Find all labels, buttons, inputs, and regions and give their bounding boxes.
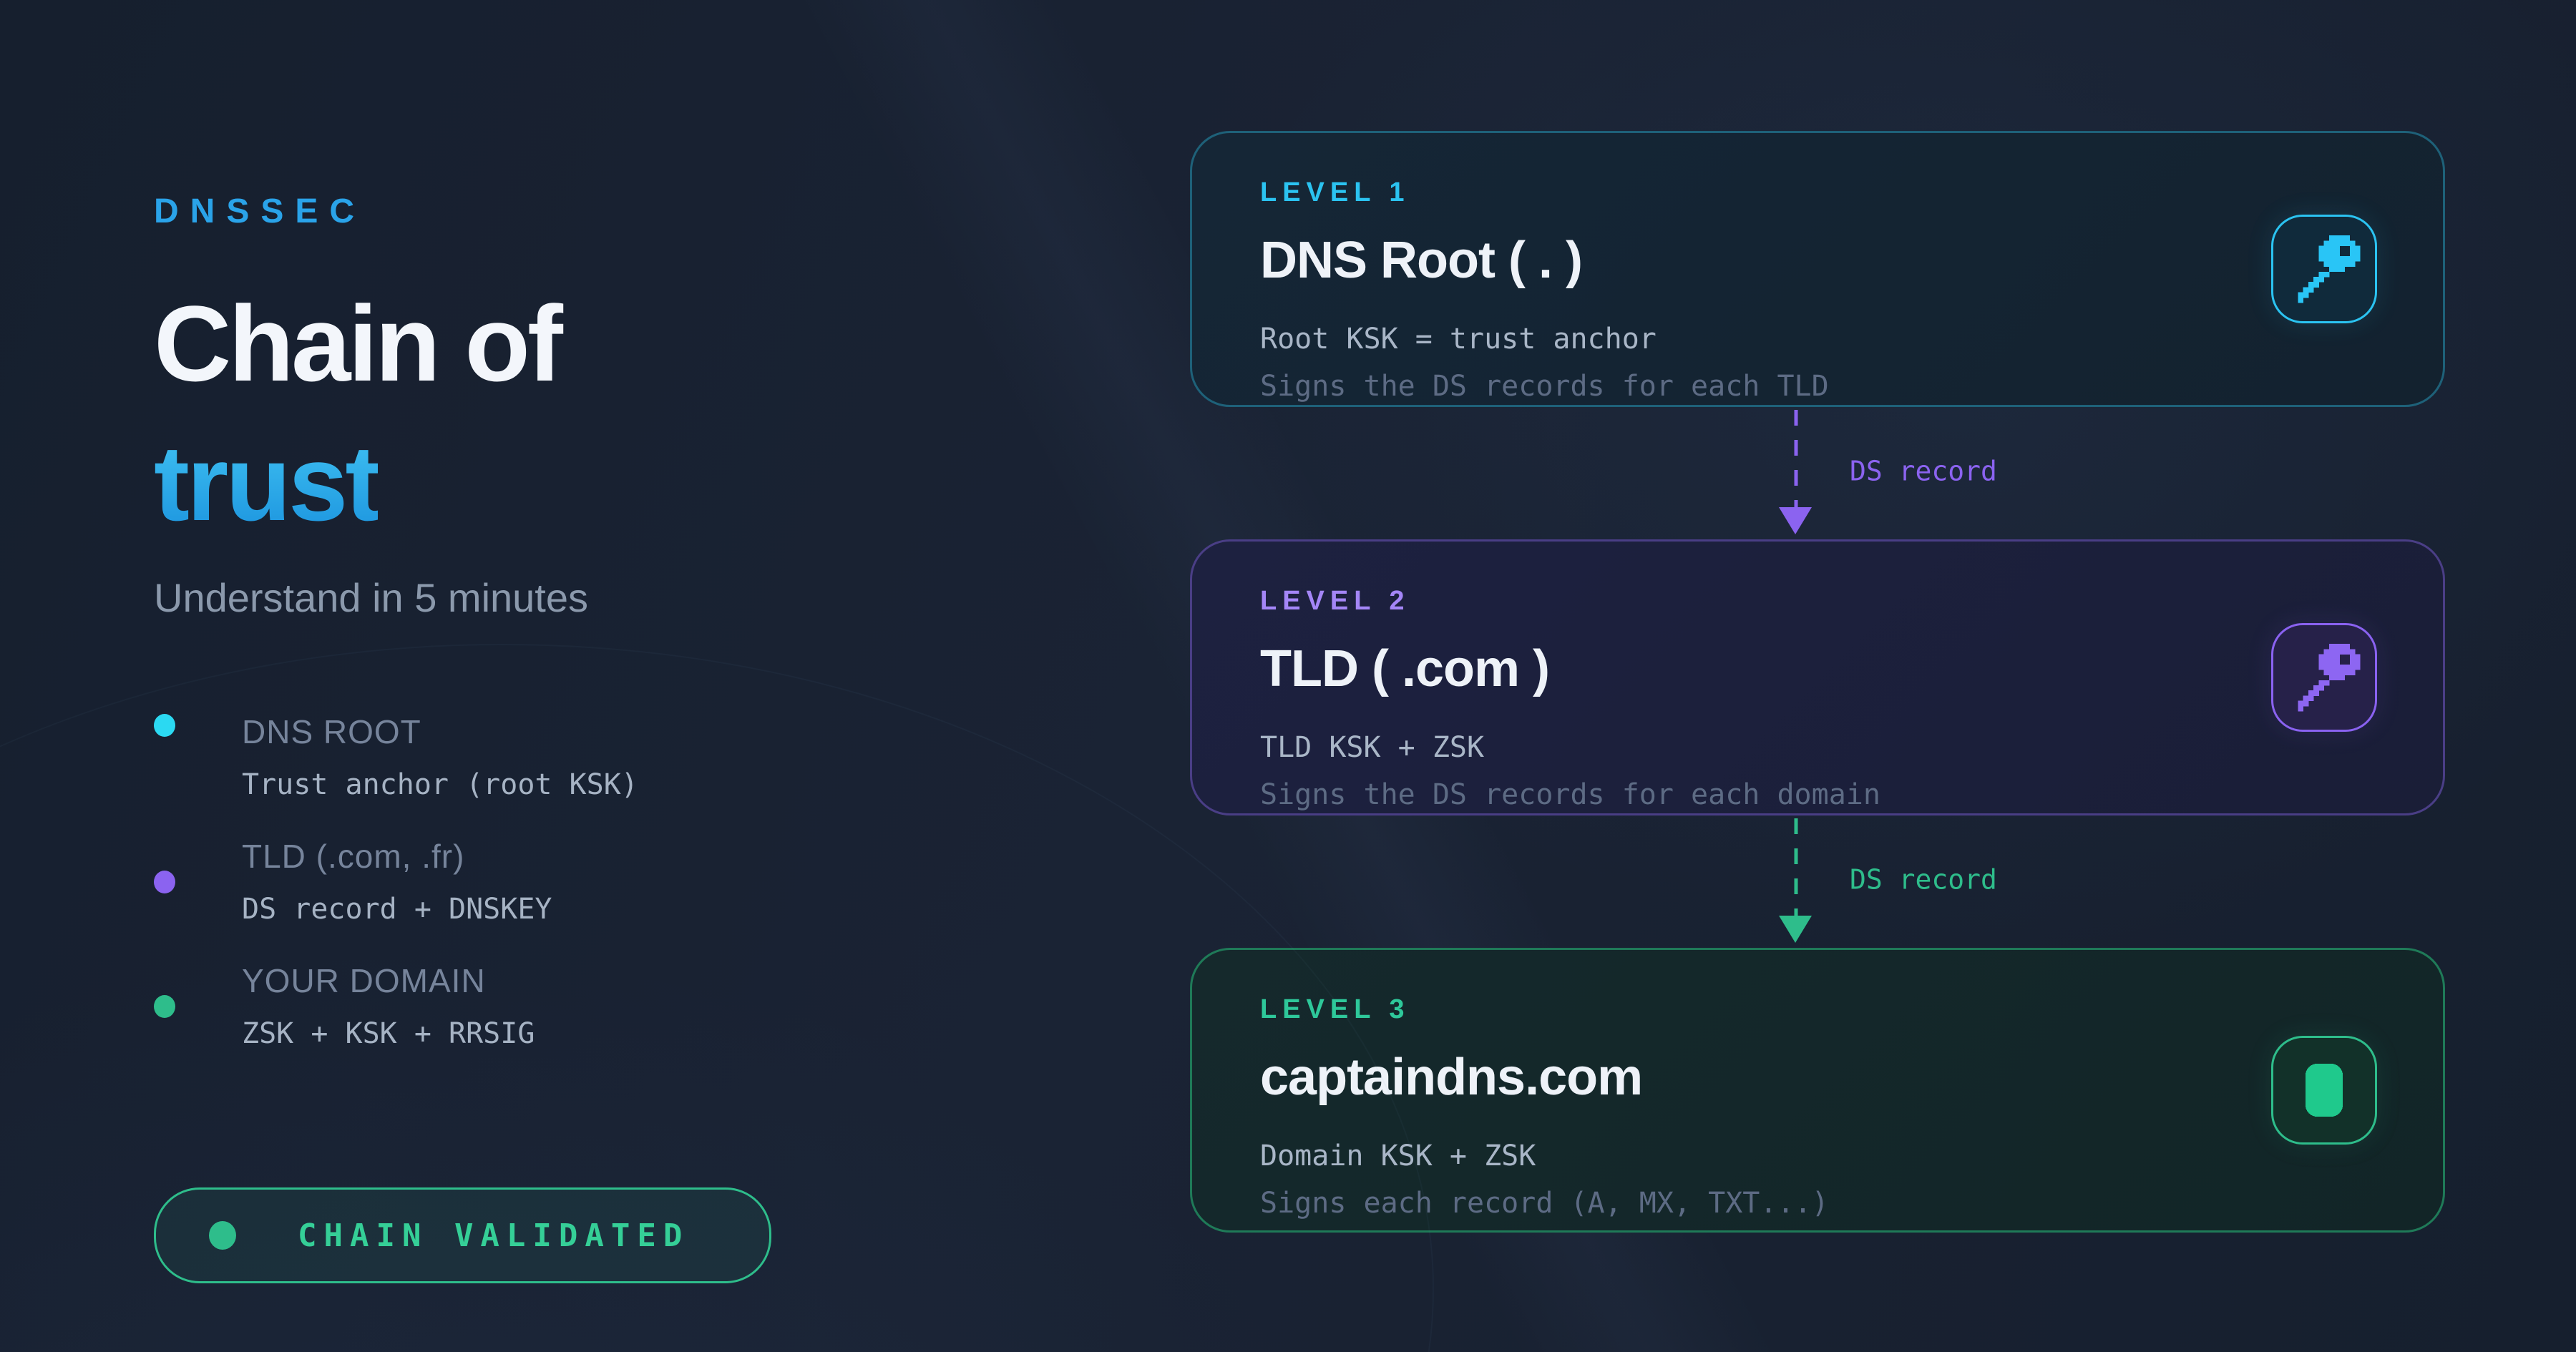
eyebrow-dnssec: DNSSEC [154, 192, 366, 230]
level-badge: LEVEL 3 [1260, 994, 1410, 1024]
page-subtitle: Understand in 5 minutes [154, 575, 589, 620]
dashed-arrow-line [1794, 410, 1798, 510]
connector-root-to-tld: DS record [1190, 407, 2445, 539]
page-title: Chain of trust [154, 274, 1048, 553]
legend-item-label: DNS ROOT [242, 713, 421, 750]
status-dot-icon [209, 1221, 236, 1250]
left-panel: DNSSEC Chain of trust Understand in 5 mi… [154, 192, 1048, 1283]
card-detail-line-1: Root KSK = trust anchor [1260, 323, 1657, 356]
card-title: TLD ( .com ) [1260, 640, 1550, 697]
purple-dot-icon [154, 871, 175, 893]
level-badge: LEVEL 2 [1260, 586, 1410, 616]
legend-item-tld: TLD (.com, .fr) DS record + DNSKEY [154, 837, 1048, 926]
legend-item-label: YOUR DOMAIN [242, 962, 486, 999]
pixel-rounded-square-icon [2305, 1063, 2343, 1117]
legend-item-your-domain: YOUR DOMAIN ZSK + KSK + RRSIG [154, 961, 1048, 1050]
card-level-3-domain: LEVEL 3 captaindns.com Domain KSK + ZSK … [1190, 948, 2445, 1233]
chain-validated-badge[interactable]: CHAIN VALIDATED [154, 1187, 772, 1283]
card-detail-line-2: Signs the DS records for each domain [1260, 778, 1880, 811]
legend-item-label: TLD (.com, .fr) [242, 838, 465, 875]
level-badge: LEVEL 1 [1260, 177, 1410, 207]
legend: DNS ROOT Trust anchor (root KSK) TLD (.c… [154, 712, 1048, 1050]
card-title: captaindns.com [1260, 1049, 1643, 1106]
page-title-line-1: Chain of [154, 283, 563, 403]
pixel-key-icon [2298, 235, 2361, 303]
dashed-arrow-line [1794, 818, 1798, 919]
card-detail-line-1: TLD KSK + ZSK [1260, 731, 1485, 764]
arrowhead-down-icon [1779, 507, 1812, 534]
card-level-1-dns-root: LEVEL 1 DNS Root ( . ) Root KSK = trust … [1190, 131, 2445, 407]
chain-panel: LEVEL 1 DNS Root ( . ) Root KSK = trust … [1190, 131, 2445, 1233]
cyan-dot-icon [154, 714, 175, 737]
connector-label: DS record [1850, 863, 1997, 895]
status-badge-label: CHAIN VALIDATED [298, 1217, 690, 1254]
legend-item-detail: ZSK + KSK + RRSIG [242, 1017, 535, 1050]
green-dot-icon [154, 995, 175, 1018]
card-detail-line-1: Domain KSK + ZSK [1260, 1140, 1536, 1172]
page-title-line-2: trust [154, 413, 381, 553]
card-detail-line-2: Signs each record (A, MX, TXT...) [1260, 1187, 1829, 1220]
connector-tld-to-domain: DS record [1190, 815, 2445, 948]
legend-item-detail: DS record + DNSKEY [242, 893, 552, 926]
card-detail-line-2: Signs the DS records for each TLD [1260, 370, 1829, 403]
legend-item-dns-root: DNS ROOT Trust anchor (root KSK) [154, 712, 1048, 801]
key-icon-box [2271, 215, 2377, 323]
arrowhead-down-icon [1779, 916, 1812, 943]
record-icon-box [2271, 1036, 2377, 1145]
card-title: DNS Root ( . ) [1260, 232, 1583, 289]
legend-item-detail: Trust anchor (root KSK) [242, 768, 638, 801]
pixel-key-icon [2298, 643, 2361, 712]
connector-label: DS record [1850, 454, 1997, 486]
card-level-2-tld: LEVEL 2 TLD ( .com ) TLD KSK + ZSK Signs… [1190, 539, 2445, 815]
key-icon-box [2271, 623, 2377, 732]
